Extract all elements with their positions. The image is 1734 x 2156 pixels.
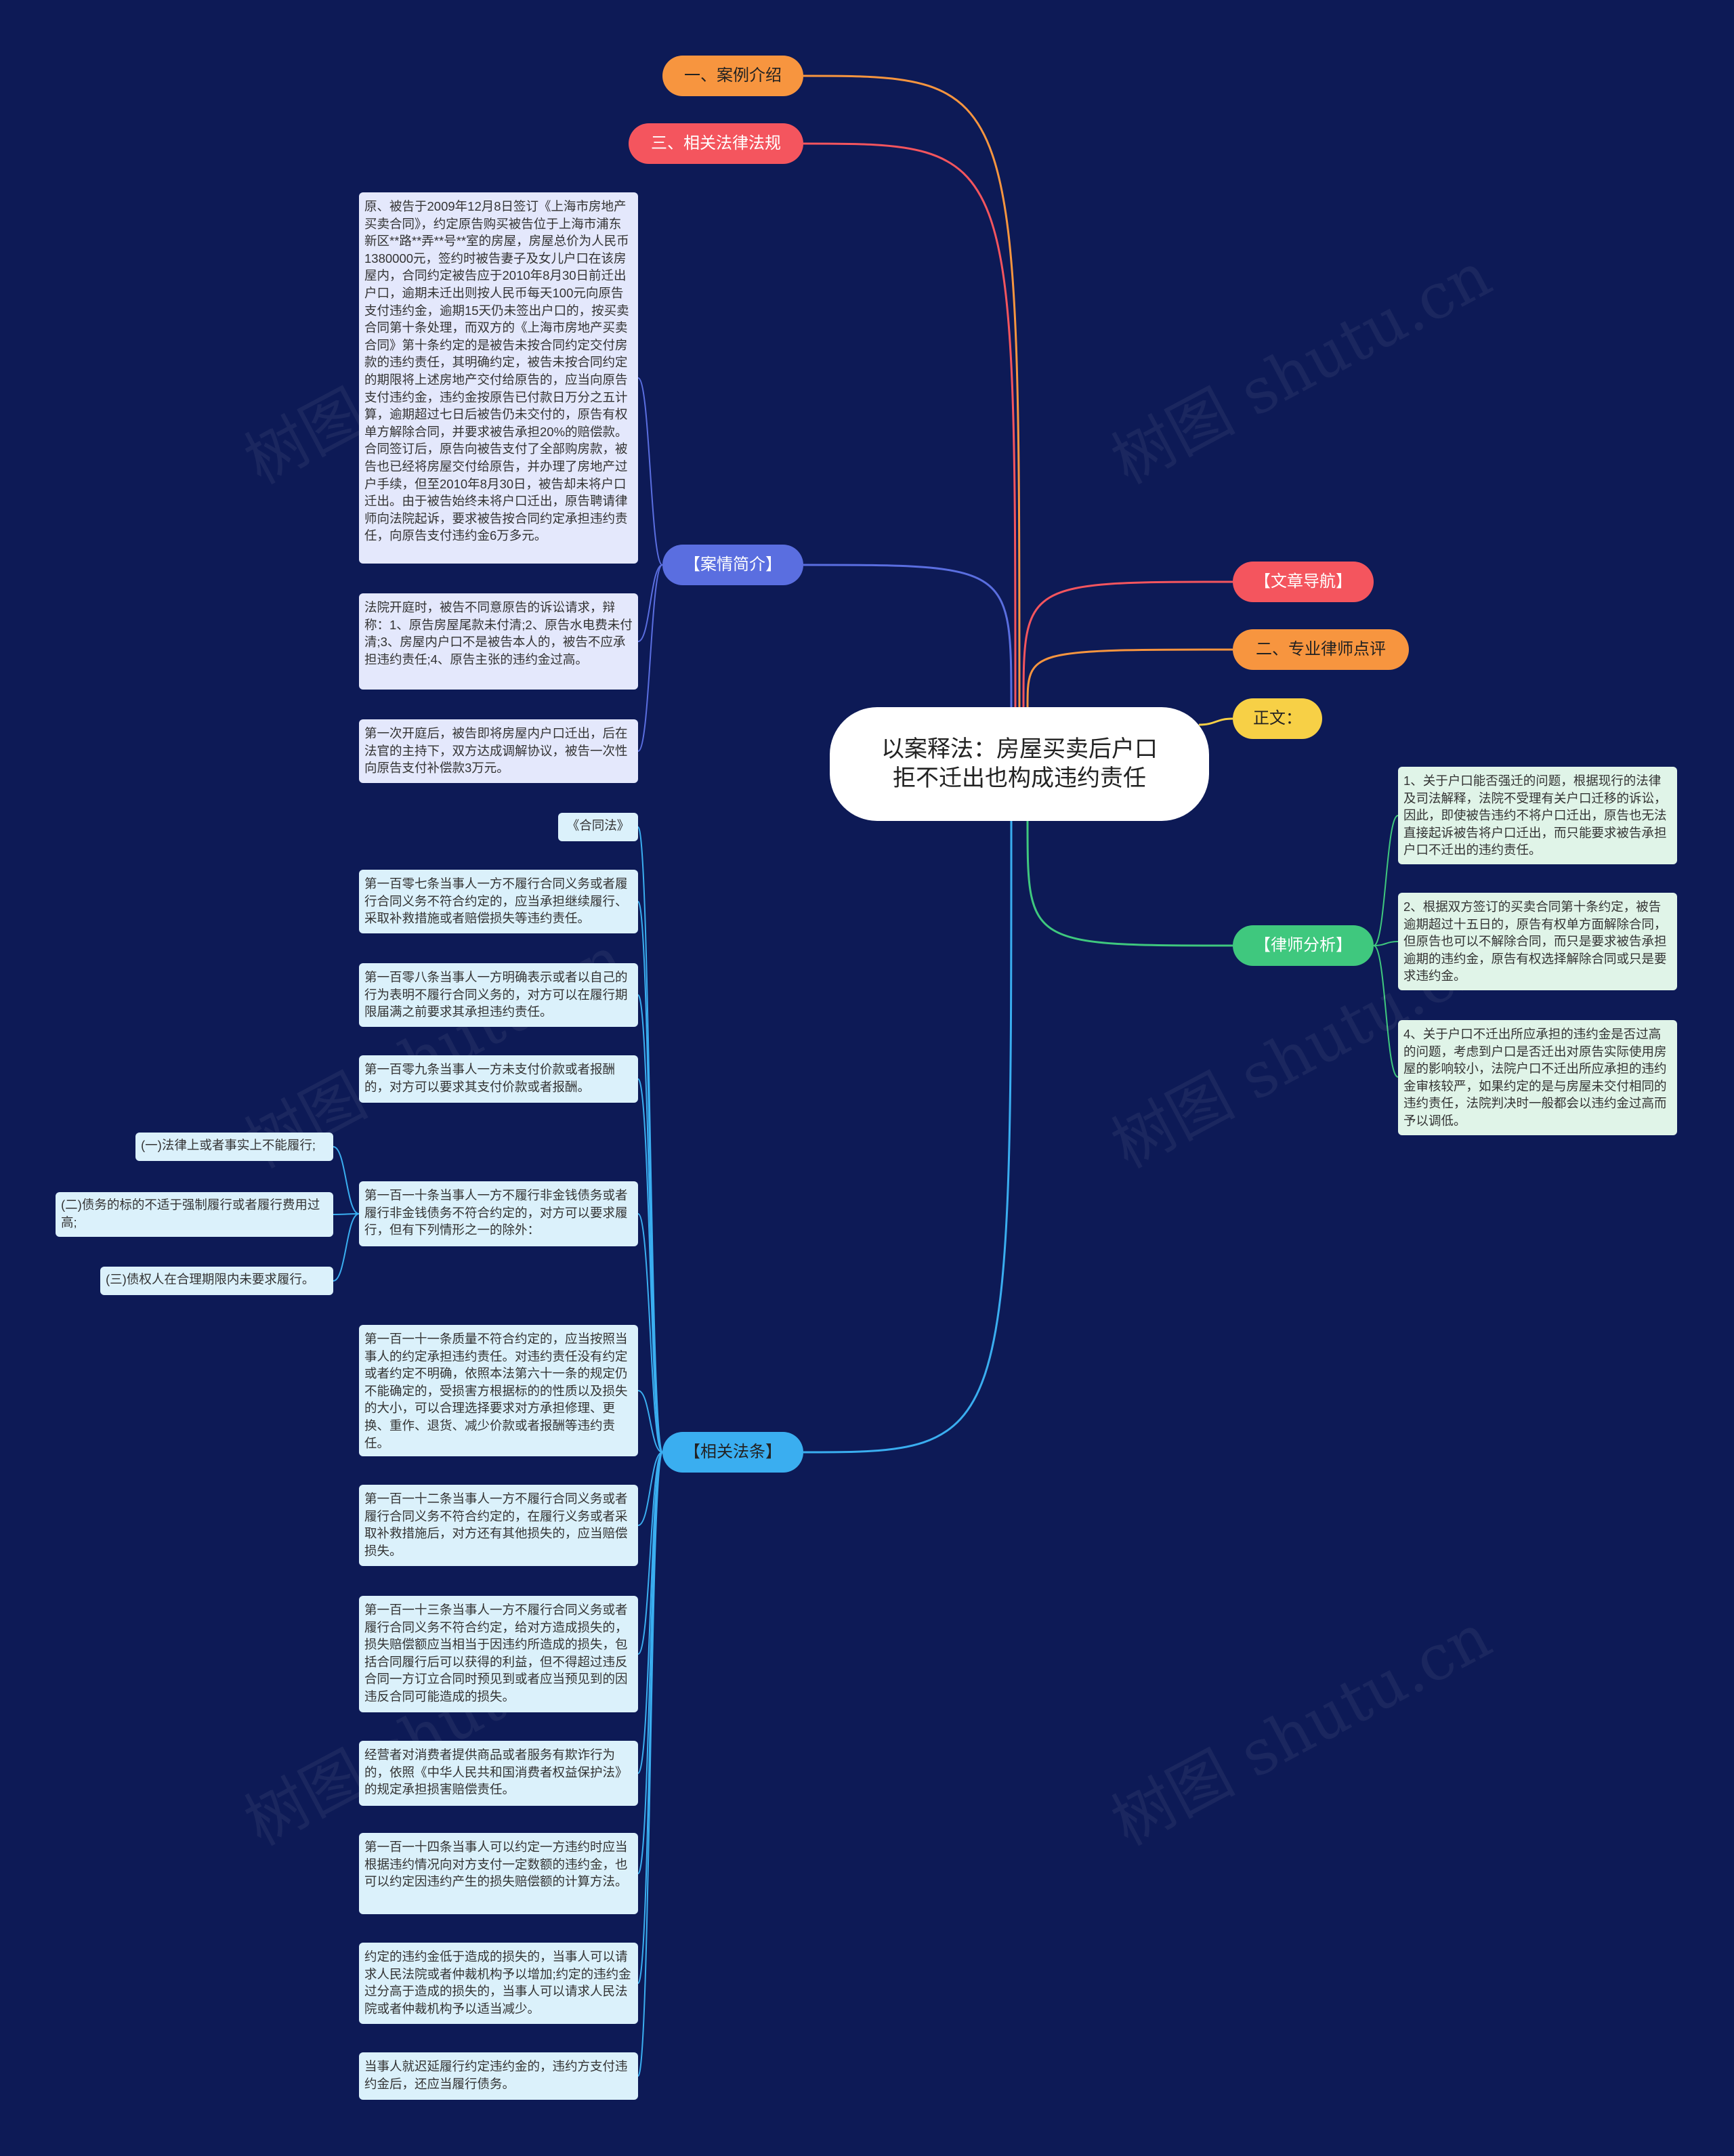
link-case-intro	[803, 75, 1021, 708]
link-exception-item	[333, 1213, 360, 1282]
link-article-item	[637, 1390, 663, 1453]
link-article-item	[637, 1452, 663, 1526]
link-case-summary-item	[637, 377, 663, 566]
article-item: 第一百零八条当事人一方明确表示或者以自己的行为表明不履行合同义务的，对方可以在履…	[359, 963, 638, 1027]
case-summary-item: 第一次开庭后，被告即将房屋内户口迁出，后在法官的主持下，双方达成调解协议，被告一…	[359, 719, 638, 783]
link-case-summary-item	[637, 564, 663, 752]
branch-case-intro[interactable]: 一、案例介绍	[662, 56, 803, 96]
root-topic-title: 以案释法：房屋买卖后户口拒不迁出也构成违约责任	[881, 736, 1158, 791]
root-topic[interactable]: 以案释法：房屋买卖后户口拒不迁出也构成违约责任	[830, 707, 1209, 821]
article-item: 约定的违约金低于造成的损失的，当事人可以请求人民法院或者仲裁机构予以增加;约定的…	[359, 1943, 638, 2024]
link-article-item	[637, 1452, 663, 1984]
lawyer-analysis-item: 2、根据双方签订的买卖合同第十条约定，被告逾期超过十五日的，原告有权单方面解除合…	[1398, 893, 1677, 990]
article-item: 第一百一十条当事人一方不履行非金钱债务或者履行非金钱债务不符合约定的，对方可以要…	[359, 1181, 638, 1246]
link-exception-item	[333, 1146, 360, 1214]
article-item: 经营者对消费者提供商品或者服务有欺诈行为的，依照《中华人民共和国消费者权益保护法…	[359, 1741, 638, 1806]
link-article-item	[637, 1452, 663, 1655]
link-article-item	[637, 901, 663, 1453]
link-article-item	[637, 1078, 663, 1453]
link-lawyer-analysis-item	[1373, 815, 1399, 946]
branch-nav[interactable]: 【文章导航】	[1233, 562, 1374, 602]
article-item: 第一百零七条当事人一方不履行合同义务或者履行合同义务不符合约定的，应当承担继续履…	[359, 870, 638, 933]
link-lawyer-analysis	[1026, 820, 1233, 947]
link-lawyer-analysis-item	[1373, 945, 1399, 1078]
lawyer-analysis-item: 1、关于户口能否强迁的问题，根据现行的法律及司法解释，法院不受理有关户口迁移的诉…	[1398, 767, 1677, 864]
branch-body[interactable]: 正文：	[1233, 698, 1322, 739]
article-item: 当事人就迟延履行约定违约金的，违约方支付违约金后，还应当履行债务。	[359, 2052, 638, 2100]
exception-item: (三)债权人在合理期限内未要求履行。	[100, 1267, 333, 1295]
branch-related-laws[interactable]: 三、相关法律法规	[629, 123, 803, 164]
article-item: 第一百一十二条当事人一方不履行合同义务或者履行合同义务不符合约定的，在履行义务或…	[359, 1485, 638, 1566]
link-case-summary-item	[637, 564, 663, 642]
article-item: 第一百一十四条当事人可以约定一方违约时应当根据违约情况向对方支付一定数额的违约金…	[359, 1833, 638, 1914]
exception-item: (二)债务的标的不适于强制履行或者履行费用过高;	[56, 1192, 333, 1237]
article-item: 《合同法》	[558, 813, 638, 841]
case-summary-item: 原、被告于2009年12月8日签订《上海市房地产买卖合同》，约定原告购买被告位于…	[359, 192, 638, 564]
branch-lawyer-review[interactable]: 二、专业律师点评	[1233, 629, 1409, 670]
branch-related-articles[interactable]: 【相关法条】	[662, 1432, 803, 1473]
lawyer-analysis-item: 4、关于户口不迁出所应承担的违约金是否过高的问题，考虑到户口是否迁出对原告实际使…	[1398, 1020, 1677, 1135]
link-article-item	[637, 1213, 663, 1453]
link-lawyer-review	[1026, 648, 1233, 708]
link-body	[1198, 717, 1233, 726]
link-article-item	[637, 1452, 663, 2077]
case-summary-item: 法院开庭时，被告不同意原告的诉讼请求，辩称：1、原告房屋尾款未付清;2、原告水电…	[359, 593, 638, 690]
link-case-summary	[803, 564, 1013, 708]
article-item: 第一百一十一条质量不符合约定的，应当按照当事人的约定承担违约责任。对违约责任没有…	[359, 1325, 638, 1456]
link-article-item	[637, 1452, 663, 1874]
branch-lawyer-analysis[interactable]: 【律师分析】	[1233, 925, 1374, 966]
branch-case-summary[interactable]: 【案情简介】	[662, 545, 803, 585]
link-related-articles	[803, 820, 1013, 1454]
link-lawyer-analysis-item	[1373, 941, 1399, 946]
article-item: 第一百零九条当事人一方未支付价款或者报酬的，对方可以要求其支付价款或者报酬。	[359, 1055, 638, 1103]
link-related-laws	[803, 142, 1017, 708]
exception-item: (一)法律上或者事实上不能履行;	[135, 1133, 333, 1161]
article-item: 第一百一十三条当事人一方不履行合同义务或者履行合同义务不符合约定，给对方造成损失…	[359, 1596, 638, 1712]
link-nav	[1022, 580, 1233, 708]
